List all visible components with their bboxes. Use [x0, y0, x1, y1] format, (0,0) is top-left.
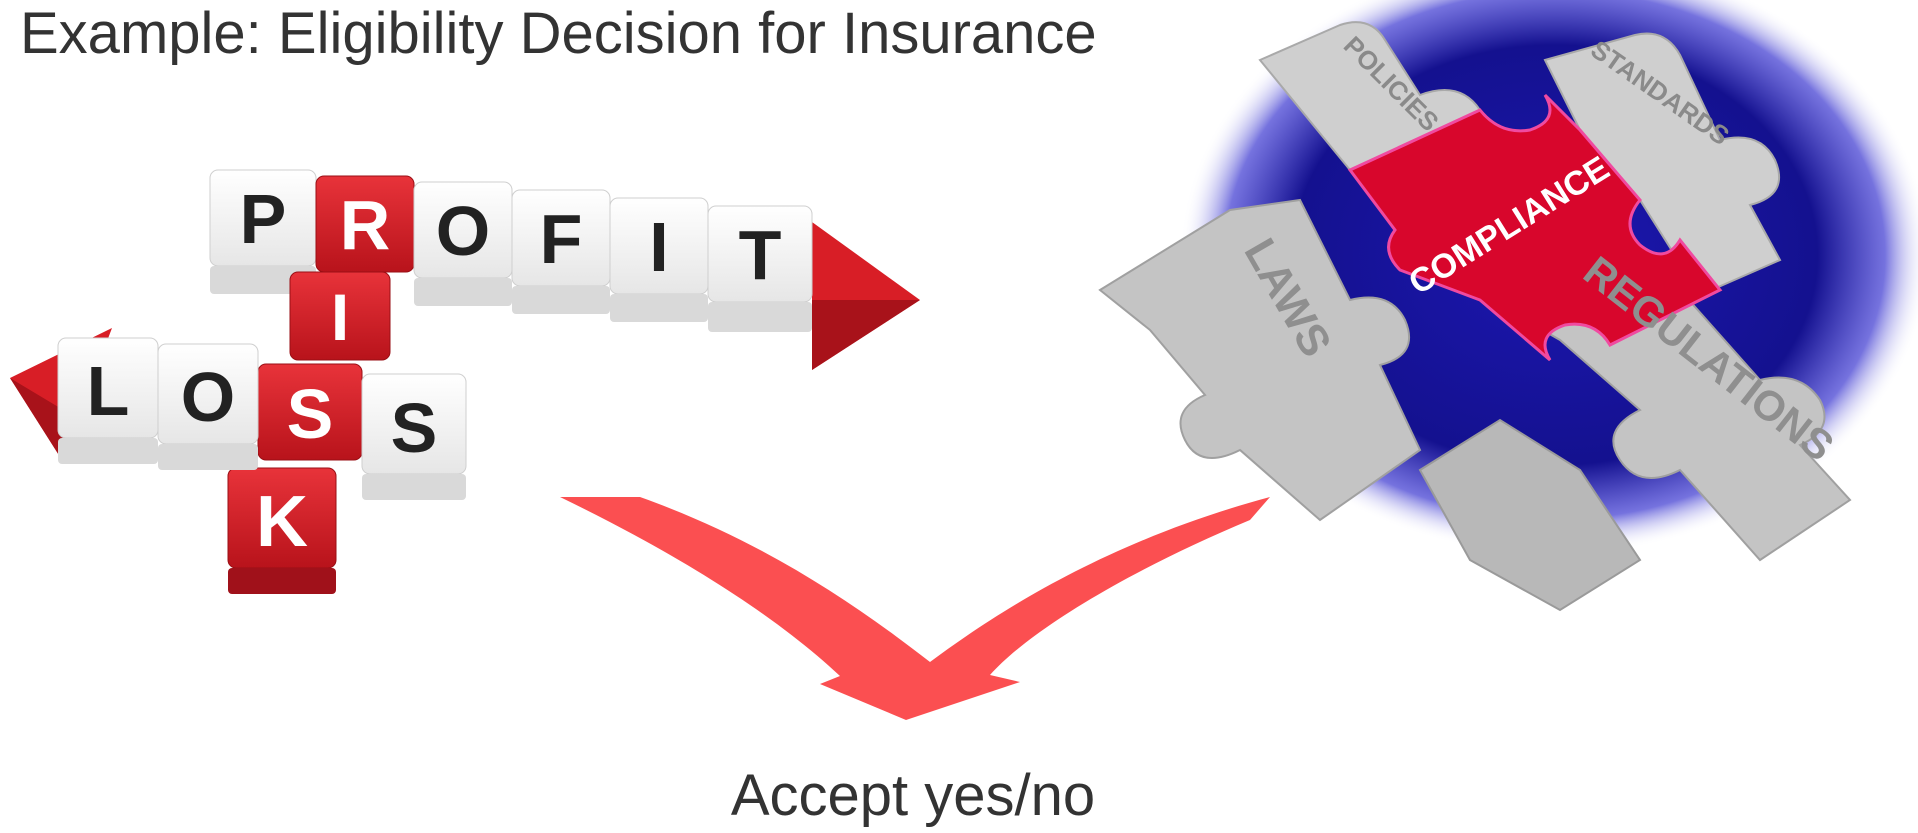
risk-tile-i: I	[289, 271, 391, 361]
profit-letter: F	[540, 200, 583, 278]
puzzle-piece-standards	[1543, 32, 1782, 297]
profit-letter: I	[649, 208, 668, 286]
loss-tile-s2: S	[361, 373, 467, 500]
risk-column: I S K	[227, 271, 391, 594]
loss-letter: O	[181, 358, 235, 436]
profit-tile-i: I	[609, 197, 709, 322]
profit-letter: O	[436, 192, 490, 270]
loss-tile-o: O	[157, 343, 259, 470]
loss-letter: S	[391, 389, 438, 467]
loss-tile-l: L	[57, 337, 159, 464]
risk-tile-k: K	[227, 467, 337, 594]
result-label: Accept yes/no	[730, 763, 1096, 828]
risk-letter: S	[287, 375, 334, 453]
profit-row: P R O F I T	[209, 169, 813, 332]
risk-tile-s: S	[257, 363, 363, 461]
risk-letter: K	[256, 482, 308, 562]
puzzle-piece-laws	[1098, 198, 1422, 522]
compliance-puzzle-image: COMPLIANCE POLICIES STANDARDS LAWS REGUL…	[1098, 0, 1918, 612]
loss-letter: L	[87, 352, 130, 430]
profit-tile-o: O	[413, 181, 513, 306]
loss-row: L O S	[57, 337, 467, 500]
merge-arrow	[560, 497, 1270, 720]
profit-tile-t: T	[707, 205, 813, 332]
profit-arrowhead-shade	[812, 300, 920, 370]
profit-letter: T	[739, 216, 782, 294]
profit-letter: P	[240, 180, 287, 258]
risk-letter: I	[331, 280, 349, 354]
puzzle-piece-lower	[1418, 418, 1642, 612]
profit-tile-r: R	[315, 175, 415, 273]
slide-title: Example: Eligibility Decision for Insura…	[20, 1, 1097, 66]
puzzle-piece-compliance	[1347, 93, 1723, 362]
profit-letter: R	[340, 186, 391, 264]
risk-profit-loss-image: P R O F I T I S K L O S	[10, 169, 920, 594]
profit-tile-f: F	[511, 189, 611, 314]
